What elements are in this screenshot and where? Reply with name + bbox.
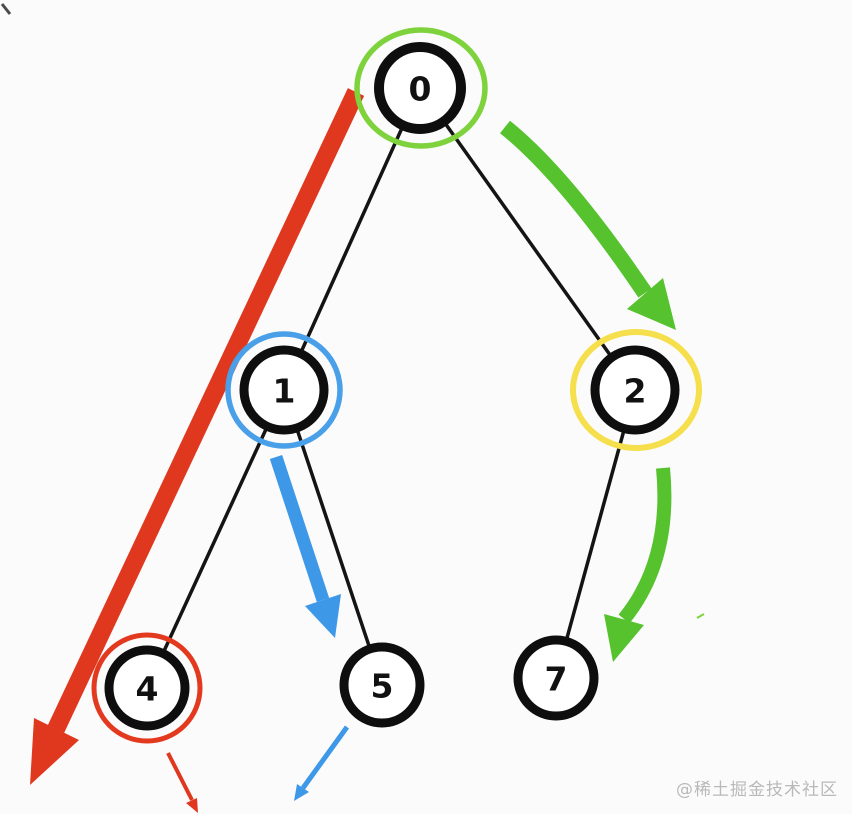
yellow-highlight-ring [570, 329, 702, 451]
green-arrow-0-2-head [627, 278, 676, 330]
green-arrow-2-to-7 [604, 467, 672, 662]
small-blue-arrow [294, 725, 350, 801]
tree-node-7: 7 [513, 635, 599, 721]
edge-1-5 [282, 389, 384, 686]
blue-arrow-1-down [269, 454, 341, 638]
small-red-arrow [166, 752, 198, 813]
green-arrow-2-7-shaft [618, 467, 672, 624]
node-circle-4 [104, 645, 190, 731]
blue-highlight-ring [225, 331, 343, 449]
small-blue-arrow-head [294, 784, 309, 801]
node-label-4: 4 [136, 670, 159, 709]
small-red-arrow-shaft [166, 752, 194, 801]
tree-node-2: 2 [570, 329, 702, 451]
tree-node-5: 5 [339, 642, 425, 728]
node-circle-2 [590, 345, 680, 435]
green-arrow-2-7-head [604, 614, 644, 662]
red-highlight-ring [91, 632, 203, 744]
node-label-5: 5 [371, 667, 394, 706]
red-arrow-head [30, 718, 79, 785]
watermark: @稀土掘金技术社区 [676, 780, 838, 800]
node-circle-5 [339, 642, 425, 728]
red-traversal-arrow [30, 88, 365, 785]
node-label-1: 1 [273, 372, 296, 411]
node-label-0: 0 [409, 70, 432, 109]
edge-1-4 [145, 389, 286, 689]
node-circle-0 [374, 42, 466, 134]
green-arrow-0-2-shaft [500, 120, 652, 298]
small-red-arrow-head [186, 798, 198, 813]
green-arrow-0-to-2 [500, 120, 676, 330]
stray-mark-top-left [0, 3, 12, 15]
tree-node-4: 4 [91, 632, 203, 744]
edge-0-1 [282, 87, 422, 391]
node-circle-7 [513, 635, 599, 721]
blue-arrow-shaft [269, 454, 330, 603]
red-arrow-shaft [47, 88, 365, 733]
small-blue-arrow-shaft [300, 725, 350, 790]
blue-arrow-head [305, 594, 341, 638]
node-label-2: 2 [624, 372, 647, 411]
edge-2-7 [554, 389, 637, 679]
stray-mark-green [696, 613, 705, 619]
node-label-7: 7 [545, 660, 568, 699]
tree-node-0: 0 [354, 27, 488, 149]
node-circle-1 [239, 345, 329, 435]
tree-node-1: 1 [225, 331, 343, 449]
green-highlight-ring [354, 27, 488, 149]
